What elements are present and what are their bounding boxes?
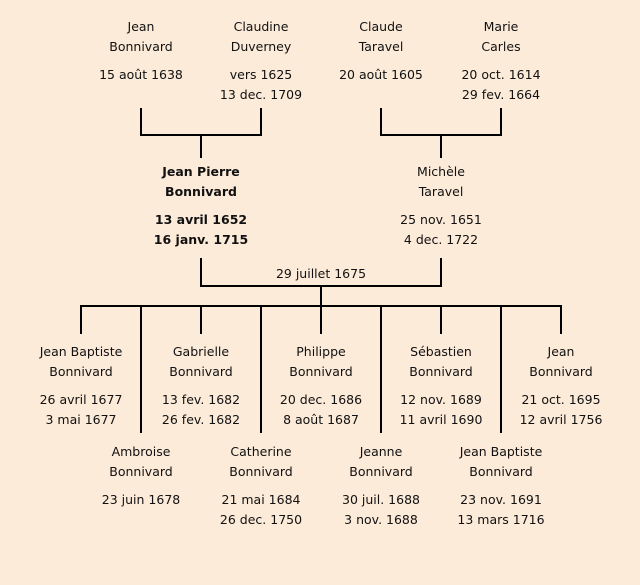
first-name: Claudine [233,19,289,34]
first-name: Jean [127,19,155,34]
death-date: 26 dec. 1750 [219,512,303,527]
death-date: 12 avril 1756 [519,412,603,427]
last-name: Bonnivard [49,364,113,379]
last-name: Taravel [418,184,464,199]
connector-line [140,305,142,433]
last-name: Bonnivard [289,364,353,379]
birth-date: 25 nov. 1651 [400,212,482,227]
connector-line [320,305,322,334]
last-name: Bonnivard [165,184,237,199]
last-name: Bonnivard [109,39,173,54]
connector-line [260,305,262,433]
connector-line [380,305,382,433]
death-date: 3 mai 1677 [45,412,117,427]
last-name: Bonnivard [469,464,533,479]
first-name: Michèle [417,164,465,179]
connector-line [440,258,442,287]
death-date: 16 janv. 1715 [153,232,249,247]
death-date: 11 avril 1690 [399,412,483,427]
birth-date: vers 1625 [229,67,293,82]
death-date: 4 dec. 1722 [403,232,479,247]
last-name: Bonnivard [109,464,173,479]
connector-line [440,134,442,158]
last-name: Duverney [230,39,292,54]
birth-date: 21 mai 1684 [221,492,301,507]
birth-date: 20 dec. 1686 [279,392,363,407]
last-name: Bonnivard [229,464,293,479]
first-name: Jean Baptiste [39,344,123,359]
connector-line [500,108,502,136]
connector-line [320,285,322,307]
death-date: 8 août 1687 [283,412,359,427]
connector-line [140,108,142,136]
connector-line [380,108,382,136]
birth-date: 20 oct. 1614 [461,67,541,82]
last-name: Carles [481,39,521,54]
birth-date: 20 août 1605 [339,67,423,82]
first-name: Jean [547,344,575,359]
death-date: 29 fev. 1664 [461,87,541,102]
birth-date: 30 juil. 1688 [342,492,420,507]
connector-line [260,108,262,136]
birth-date: 12 nov. 1689 [400,392,482,407]
first-name: Gabrielle [172,344,230,359]
first-name: Jeanne [359,444,403,459]
first-name: Jean Baptiste [459,444,543,459]
birth-date: 15 août 1638 [99,67,183,82]
connector-line [500,305,502,433]
birth-date: 23 nov. 1691 [460,492,542,507]
first-name: Claude [359,19,403,34]
connector-line [200,305,202,334]
connector-line [440,305,442,334]
first-name: Catherine [230,444,292,459]
birth-date: 23 juin 1678 [101,492,181,507]
first-name: Jean Pierre [162,164,240,179]
last-name: Bonnivard [169,364,233,379]
birth-date: 13 avril 1652 [154,212,248,227]
connector-line [560,305,562,334]
first-name: Marie [483,19,519,34]
birth-date: 26 avril 1677 [39,392,123,407]
death-date: 13 mars 1716 [457,512,545,527]
first-name: Ambroise [111,444,171,459]
last-name: Bonnivard [349,464,413,479]
connector-line [200,258,202,287]
connector-line [200,134,202,158]
first-name: Sébastien [410,344,472,359]
first-name: Philippe [296,344,346,359]
death-date: 3 nov. 1688 [344,512,418,527]
birth-date: 13 fev. 1682 [161,392,241,407]
last-name: Bonnivard [529,364,593,379]
last-name: Bonnivard [409,364,473,379]
last-name: Taravel [358,39,404,54]
marriage-date: 29 juillet 1675 [275,266,367,281]
death-date: 26 fev. 1682 [161,412,241,427]
birth-date: 21 oct. 1695 [521,392,601,407]
connector-line [80,305,82,334]
death-date: 13 dec. 1709 [219,87,303,102]
